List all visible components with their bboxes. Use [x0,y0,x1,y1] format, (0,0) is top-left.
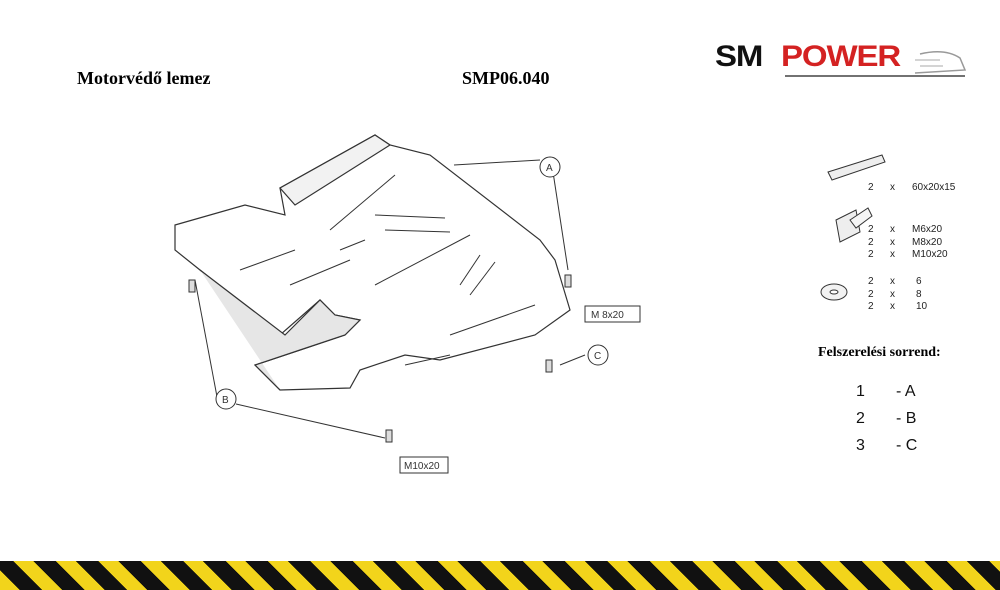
skid-plate [174,134,571,391]
leader-lines [194,159,586,439]
times: x [890,301,895,312]
parts-row: 2 x 60x20x15 [868,182,955,195]
m8-label: M 8x20 [591,310,624,321]
parts-row: 2 x M6x20 [868,224,948,237]
sequence-step: 2 - B [856,410,916,428]
washer-list: 2 x 6 2 x 8 2 x 10 [868,276,927,314]
size: 60x20x15 [912,182,956,193]
size: 8 [916,288,922,300]
car-outline-icon [785,51,967,77]
callout-b-text: B [222,395,229,406]
m10-label: M10x20 [404,461,440,472]
step-number: 3 [856,437,865,454]
sequence-step: 1 - A [856,383,916,401]
qty: 2 [868,288,874,300]
sequence-title: Felszerelési sorrend: [818,345,941,360]
skid-plate-diagram: A B C M 8x20 M10x20 [174,134,641,474]
times: x [890,276,895,287]
times: x [890,236,895,248]
parts-row: 2 x M8x20 [868,237,948,250]
hardware-icons [820,154,886,301]
parts-row: 2 x 8 [868,289,927,302]
m8-label-box [584,305,641,323]
document-title: Motorvédő lemez [77,68,211,88]
bracket-icon [827,154,886,181]
m10-label-box [399,456,449,474]
sequence-step: 3 - C [856,437,917,455]
callout-c [587,344,609,366]
times: x [890,182,895,193]
step-number: 2 [856,410,865,427]
size: 6 [916,276,922,287]
smpower-logo: SM POWER [715,40,970,80]
bolt-icon [835,207,873,243]
qty: 2 [868,249,874,260]
part-code: SMP06.040 [462,68,550,88]
size: 10 [916,301,928,312]
times: x [890,249,895,260]
callout-a-text: A [546,163,553,174]
qty: 2 [868,301,874,312]
step-number: 1 [856,383,865,400]
bolt-icons [188,274,572,443]
size: M10x20 [912,249,948,260]
times: x [890,288,895,300]
logo-power: POWER [781,40,901,73]
times: x [890,224,895,235]
parts-row: 2 x 6 [868,276,927,289]
bracket-list: 2 x 60x20x15 [868,182,955,195]
callout-a [539,156,561,178]
callout-c-text: C [594,351,601,362]
size: M6x20 [912,224,943,235]
parts-row: 2 x 10 [868,301,927,314]
callout-b [215,388,237,410]
step-label: - C [896,437,918,454]
qty: 2 [868,276,874,287]
qty: 2 [868,224,874,235]
step-label: - A [896,383,916,400]
hazard-stripe [0,561,1000,590]
size: M8x20 [912,236,943,248]
qty: 2 [868,236,874,248]
parts-row: 2 x M10x20 [868,249,948,262]
logo-sm: SM [715,40,763,73]
step-label: - B [896,410,917,427]
qty: 2 [868,182,874,193]
